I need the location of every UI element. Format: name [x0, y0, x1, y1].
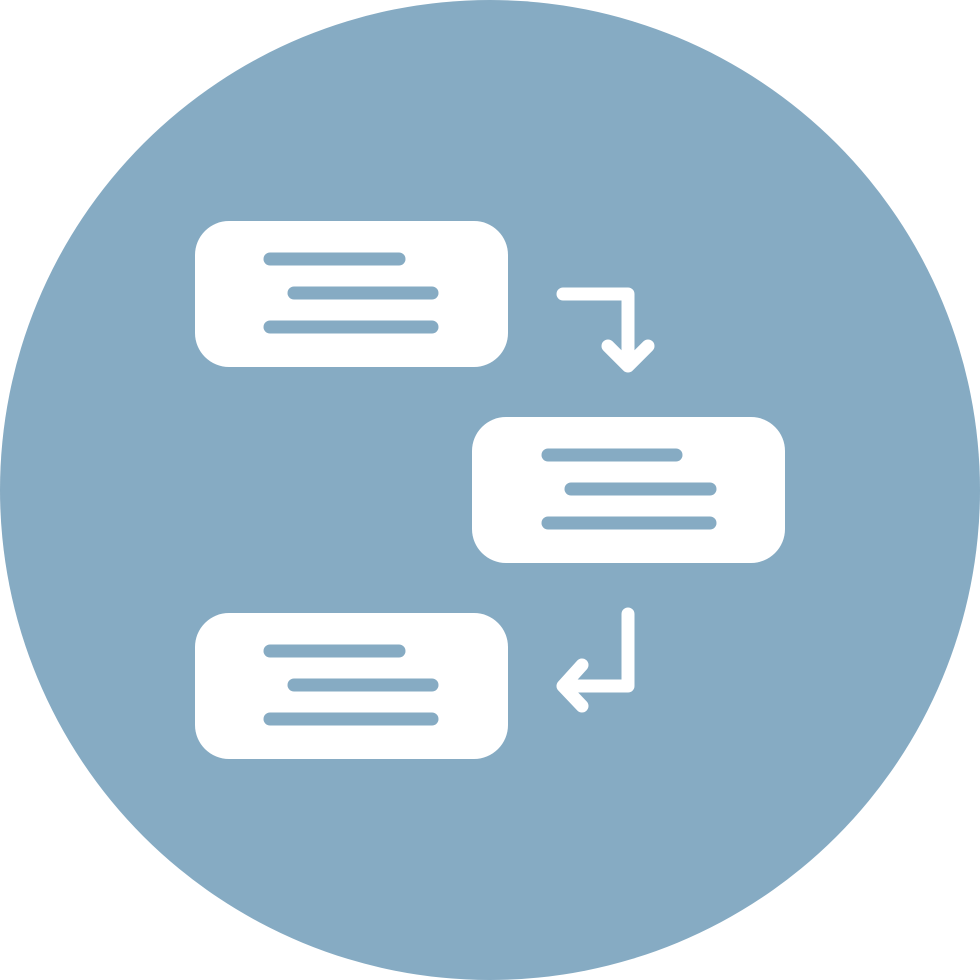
- arrow-down-right-icon: [556, 287, 655, 373]
- arrow-shaft: [561, 607, 635, 693]
- step-card-3: [195, 613, 508, 759]
- step-card-1: [195, 221, 508, 367]
- step-card-2: [472, 417, 785, 563]
- arrow-return-left-icon: [556, 607, 635, 713]
- arrow-head: [601, 339, 655, 373]
- arrow-head: [556, 658, 589, 713]
- arrow-shaft: [556, 287, 635, 369]
